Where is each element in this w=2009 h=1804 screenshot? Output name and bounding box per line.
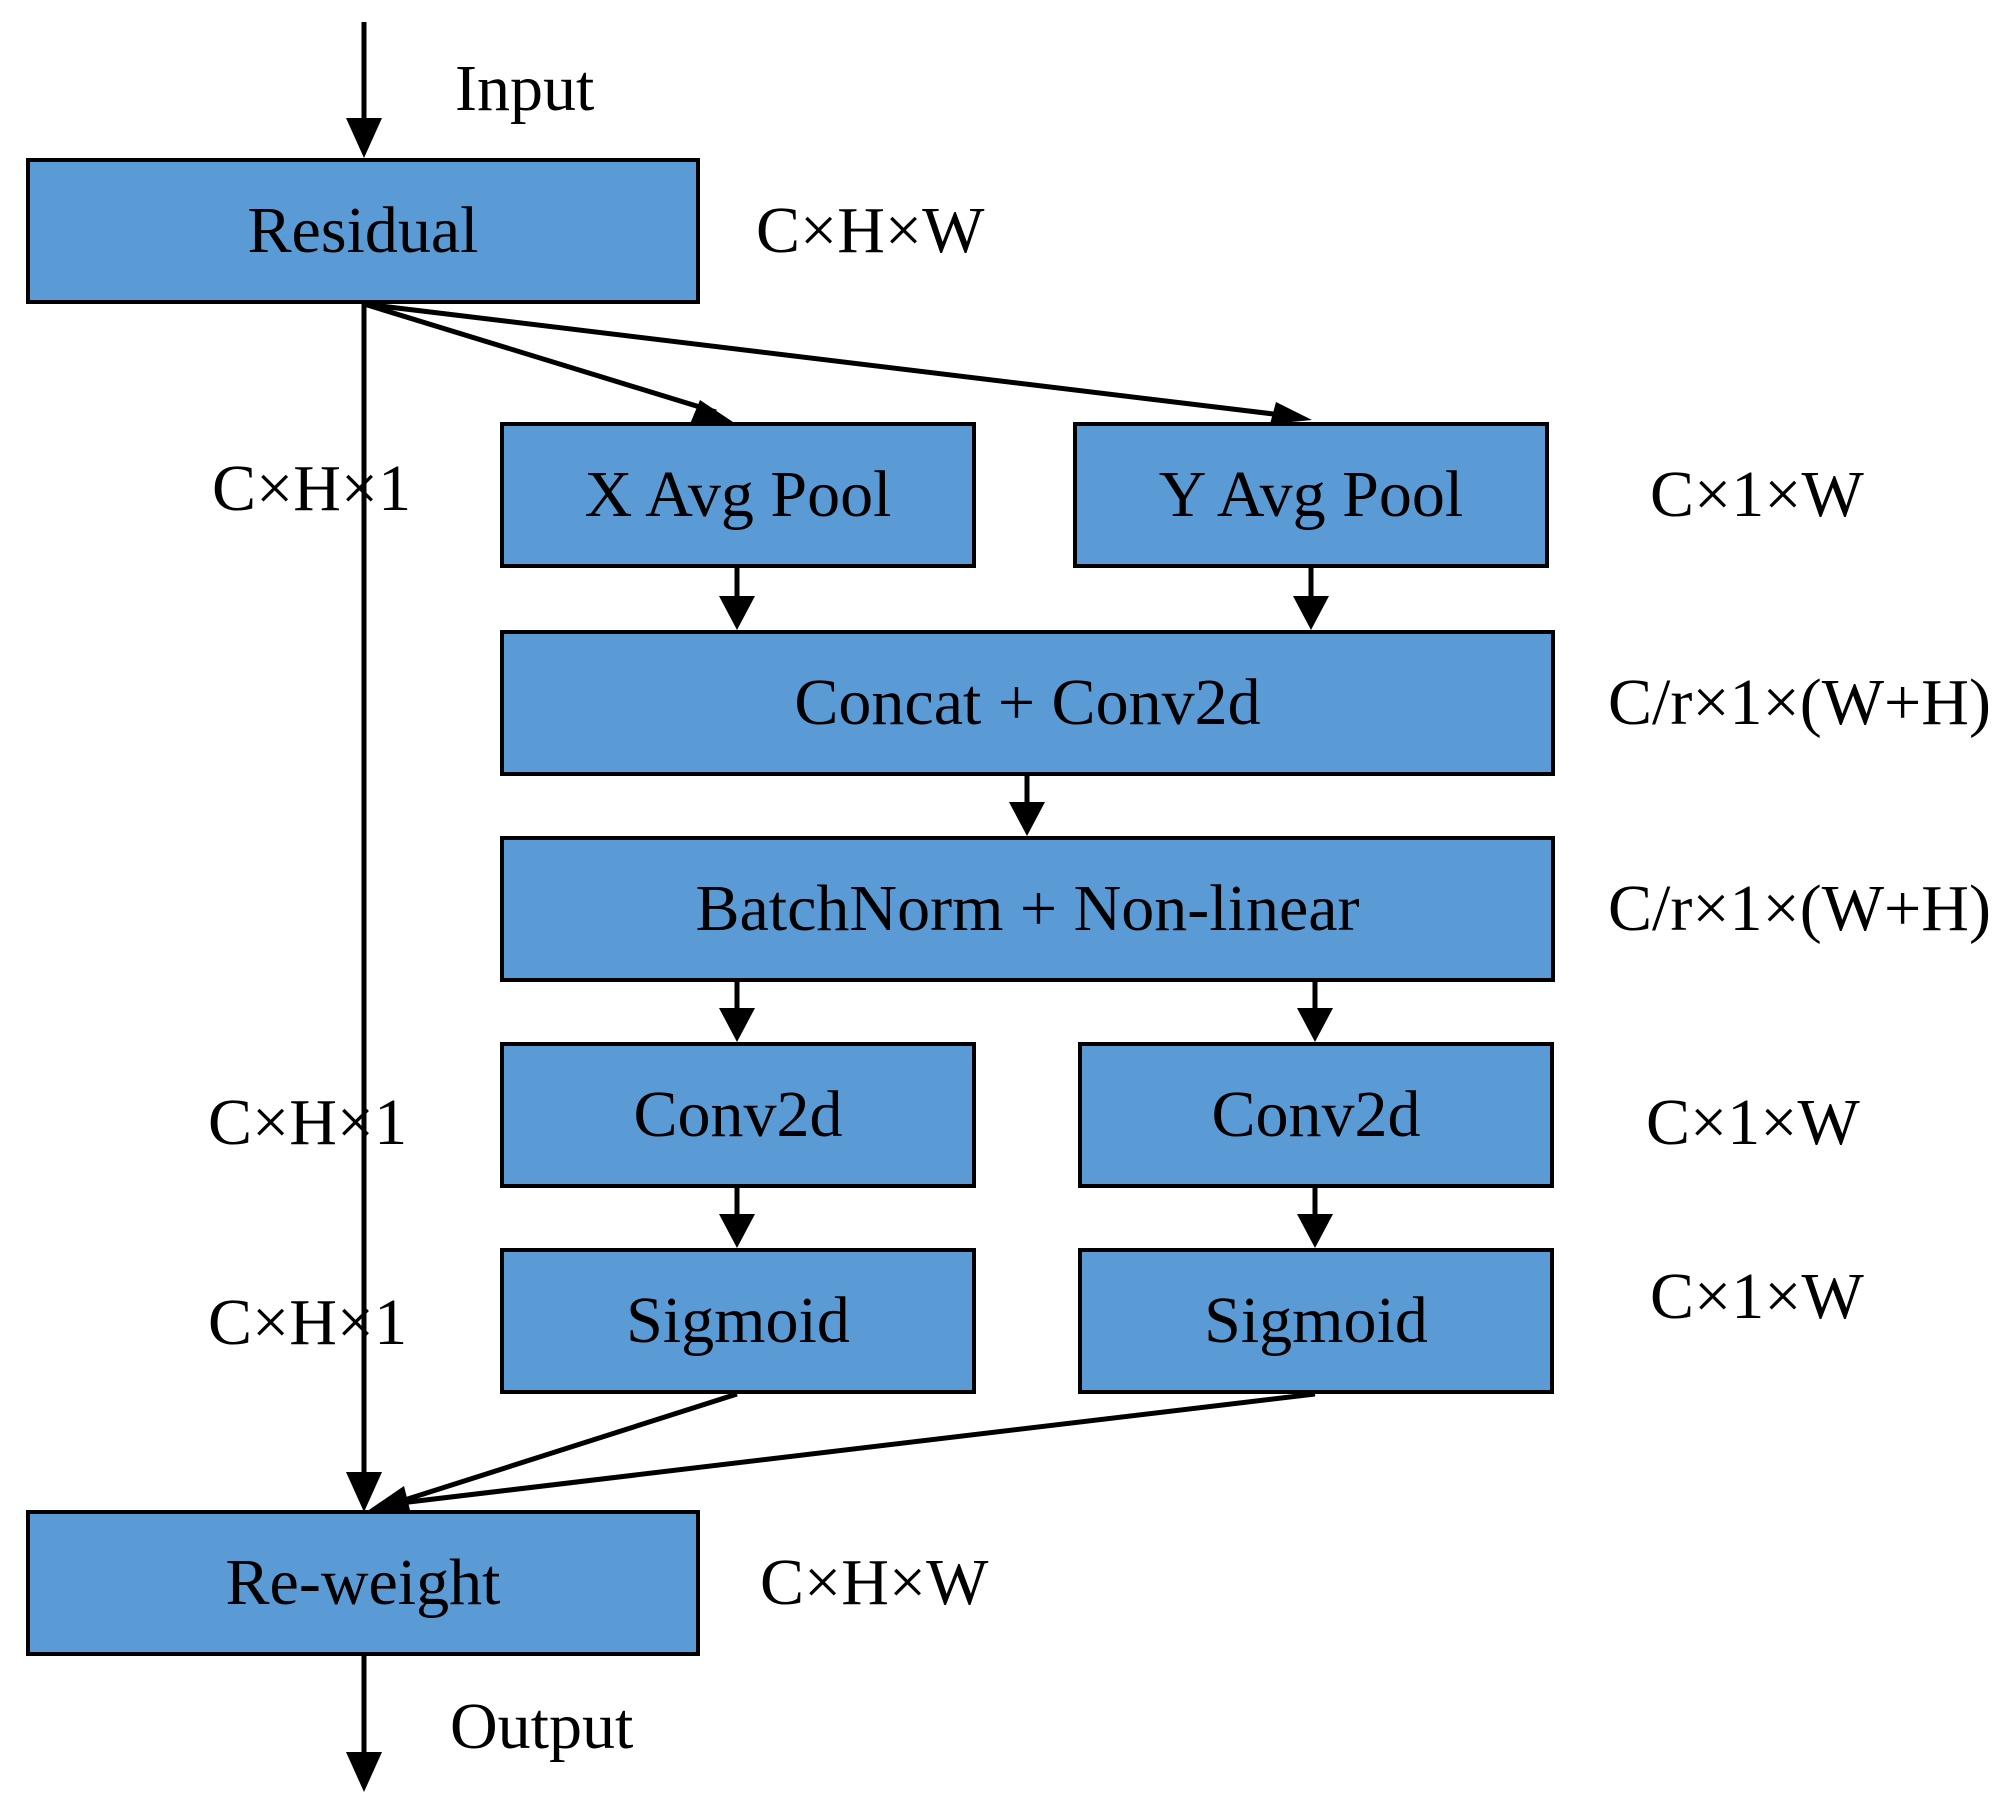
dim-concat: C/r×1×(W+H) bbox=[1608, 666, 1991, 739]
concat-to-bn-head bbox=[1009, 802, 1045, 836]
dim-batchnorm: C/r×1×(W+H) bbox=[1608, 872, 1991, 945]
conv2d-left-block: Conv2d bbox=[500, 1042, 976, 1188]
y-avg-pool-label: Y Avg Pool bbox=[1158, 458, 1464, 531]
residual-to-xpool-head bbox=[690, 400, 736, 424]
residual-to-ypool-line bbox=[363, 301, 1291, 419]
input-label: Input bbox=[455, 52, 595, 125]
sigmoid-left-to-reweight-line bbox=[391, 1391, 738, 1507]
xpool-to-concat-head bbox=[719, 596, 755, 630]
x-avg-pool-block: X Avg Pool bbox=[500, 422, 976, 568]
residual-to-ypool-head bbox=[1270, 402, 1312, 424]
reweight-label: Re-weight bbox=[225, 1546, 501, 1619]
concat-conv2d-label: Concat + Conv2d bbox=[794, 666, 1261, 739]
dim-sigmoid-left: C×H×1 bbox=[208, 1286, 408, 1359]
residual-block: Residual bbox=[26, 158, 700, 304]
dim-residual: C×H×W bbox=[756, 194, 985, 267]
conv-to-sigmoid-left-head bbox=[719, 1214, 755, 1248]
dim-conv-left: C×H×1 bbox=[208, 1086, 408, 1159]
batchnorm-nonlinear-block: BatchNorm + Non-linear bbox=[500, 836, 1555, 982]
batchnorm-nonlinear-label: BatchNorm + Non-linear bbox=[695, 872, 1360, 945]
residual-to-xpool-line bbox=[363, 301, 717, 415]
dim-reweight: C×H×W bbox=[760, 1546, 989, 1619]
conv2d-right-label: Conv2d bbox=[1211, 1078, 1421, 1151]
output-label: Output bbox=[450, 1690, 634, 1763]
y-avg-pool-block: Y Avg Pool bbox=[1073, 422, 1549, 568]
conv2d-left-label: Conv2d bbox=[633, 1078, 843, 1151]
reweight-block: Re-weight bbox=[26, 1510, 700, 1656]
concat-conv2d-block: Concat + Conv2d bbox=[500, 630, 1555, 776]
residual-label: Residual bbox=[247, 194, 479, 267]
bn-to-conv-right-head bbox=[1297, 1008, 1333, 1042]
bn-to-conv-left-head bbox=[719, 1008, 755, 1042]
skip-arrow-head bbox=[346, 1472, 382, 1512]
dim-sigmoid-right: C×1×W bbox=[1650, 1260, 1864, 1333]
sigmoid-right-label: Sigmoid bbox=[1204, 1284, 1428, 1357]
ypool-to-concat-head bbox=[1293, 596, 1329, 630]
dim-y-pool: C×1×W bbox=[1650, 458, 1864, 531]
output-arrow-head bbox=[346, 1752, 382, 1792]
sigmoid-right-block: Sigmoid bbox=[1078, 1248, 1554, 1394]
conv-to-sigmoid-right-head bbox=[1297, 1214, 1333, 1248]
dim-conv-right: C×1×W bbox=[1646, 1086, 1860, 1159]
dim-x-pool-path: C×H×1 bbox=[212, 452, 412, 525]
sigmoid-left-block: Sigmoid bbox=[500, 1248, 976, 1394]
conv2d-right-block: Conv2d bbox=[1078, 1042, 1554, 1188]
sigmoid-left-label: Sigmoid bbox=[626, 1284, 850, 1357]
input-arrow-head bbox=[346, 118, 382, 158]
sigmoid-right-to-reweight-line bbox=[391, 1391, 1316, 1507]
x-avg-pool-label: X Avg Pool bbox=[584, 458, 892, 531]
